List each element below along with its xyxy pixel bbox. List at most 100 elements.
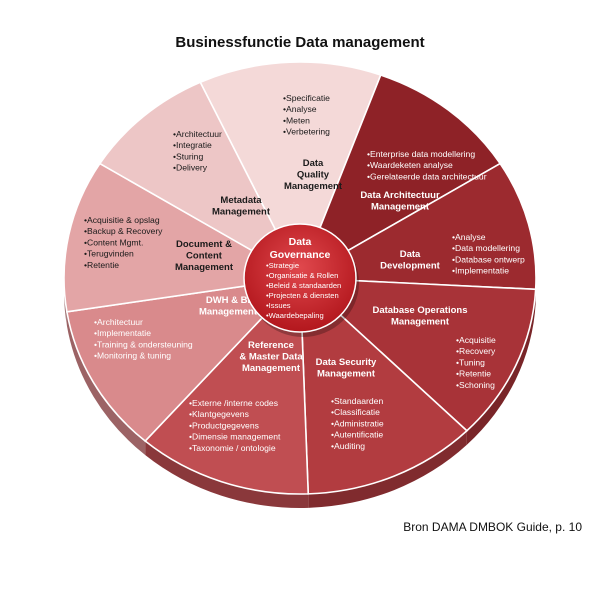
- segment-title-line: Management: [317, 369, 376, 380]
- segment-item: •Meten: [283, 115, 310, 125]
- segment-title-line: Data: [303, 158, 324, 169]
- segment-title-line: Management: [242, 363, 301, 374]
- hub-title-line: Data: [289, 236, 312, 248]
- hub-title-line: Governance: [270, 249, 331, 261]
- segment-items-data-security: •Standaarden•Classificatie•Administratie…: [331, 396, 384, 451]
- segment-item: •Taxonomie / ontologie: [189, 443, 276, 453]
- source-note: Bron DAMA DMBOK Guide, p. 10: [403, 520, 582, 534]
- segment-item: •Classificatie: [331, 407, 380, 417]
- segment-item: •Database ontwerp: [452, 254, 525, 264]
- segment-item: •Auditing: [331, 441, 365, 451]
- segment-item: •Enterprise data modellering: [367, 149, 475, 159]
- page-title: Businessfunctie Data management: [175, 34, 425, 51]
- segment-title-line: Document &: [176, 239, 232, 250]
- segment-item: •Terugvinden: [84, 249, 134, 259]
- segment-item: •Backup & Recovery: [84, 226, 163, 236]
- segment-title-line: Data: [400, 249, 421, 260]
- segment-item: •Waardeketen analyse: [367, 160, 453, 170]
- hub-item: •Strategie: [266, 261, 299, 270]
- segment-items-reference-master: •Externe /interne codes•Klantgegevens•Pr…: [189, 398, 281, 453]
- segment-title-line: & Master Data: [239, 352, 303, 363]
- segment-item: •Retentie: [456, 369, 491, 379]
- segment-item: •Content Mgmt.: [84, 237, 143, 247]
- segment-item: •Gerelateerde data architectuur: [367, 171, 487, 181]
- segment-title-line: Management: [175, 262, 234, 273]
- segment-title-line: Data Architectuur: [360, 190, 440, 201]
- segment-data-development: [297, 162, 537, 291]
- segment-items-metadata: •Architectuur•Integratie•Sturing•Deliver…: [173, 129, 222, 173]
- segment-item: •Analyse: [283, 104, 317, 114]
- segment-title-line: Management: [284, 181, 343, 192]
- segment-document-content: [63, 162, 303, 313]
- segment-item: •Architectuur: [94, 317, 143, 327]
- segment-title-line: Reference: [248, 340, 294, 351]
- segment-item: •Verbetering: [283, 127, 330, 137]
- segment-title-line: Metadata: [220, 195, 262, 206]
- segment-item: •Administratie: [331, 418, 384, 428]
- segment-items-document-content: •Acquisitie & opslag•Backup & Recovery•C…: [84, 215, 163, 270]
- segment-item: •Training & ondersteuning: [94, 339, 193, 349]
- segment-item: •Specificatie: [283, 93, 330, 103]
- segment-edge-dwh-bi: [66, 311, 146, 456]
- segment-title-line: Content: [186, 251, 223, 262]
- segment-edge-database-operations: [466, 289, 536, 445]
- segment-item: •Monitoring & tuning: [94, 351, 171, 361]
- hub-item: •Waardebepaling: [266, 311, 324, 320]
- segment-database-operations: [297, 277, 537, 432]
- segment-item: •Integratie: [173, 140, 212, 150]
- segment-title-line: Data Security: [316, 357, 377, 368]
- segment-metadata: [98, 81, 302, 281]
- segment-item: •Data modellering: [452, 243, 520, 253]
- segment-reference-master: [143, 276, 310, 495]
- segment-item: •Schoning: [456, 380, 495, 390]
- hub-item: •Issues: [266, 301, 291, 310]
- segment-title-line: Management: [371, 202, 430, 213]
- segment-item: •Recovery: [456, 346, 496, 356]
- segment-dwh-bi: [65, 276, 303, 443]
- segment-items-data-quality: •Specificatie•Analyse•Meten •Verbetering: [283, 93, 330, 137]
- segment-item: •Externe /interne codes: [189, 398, 278, 408]
- segment-title-line: Quality: [297, 170, 330, 181]
- segment-item: •Analyse: [452, 232, 486, 242]
- segment-item: •Autentificatie: [331, 430, 383, 440]
- segment-item: •Implementatie: [94, 328, 151, 338]
- segment-title-line: Development: [380, 261, 440, 272]
- segment-edge-reference-master: [145, 441, 309, 508]
- segment-item: •Acquisitie: [456, 335, 496, 345]
- segment-items-database-operations: •Acquisitie•Recovery•Tuning•Retentie•Sch…: [456, 335, 496, 390]
- segment-title-line: Management: [199, 307, 258, 318]
- segment-item: •Acquisitie & opslag: [84, 215, 160, 225]
- segment-item: •Standaarden: [331, 396, 383, 406]
- segment-data-security: [299, 276, 469, 495]
- hub-circle: [243, 223, 357, 333]
- segment-item: •Delivery: [173, 163, 208, 173]
- segment-items-dwh-bi: •Architectuur•Implementatie•Training & o…: [94, 317, 193, 361]
- hub-item: •Organisatie & Rollen: [266, 271, 338, 280]
- segment-title-line: Database Operations: [372, 305, 467, 316]
- wheel-segments: [63, 61, 537, 495]
- segment-items-data-architectuur: •Enterprise data modellering•Waardeketen…: [367, 149, 487, 181]
- segment-item: •Sturing: [173, 151, 203, 161]
- hub-item: •Beleid & standaarden: [266, 281, 341, 290]
- segment-item: •Klantgegevens: [189, 409, 249, 419]
- segment-title-line: DWH & BI: [206, 295, 250, 306]
- hub-item: •Projecten & diensten: [266, 291, 339, 300]
- hub-items: •Strategie•Organisatie & Rollen•Beleid &…: [266, 261, 341, 320]
- segment-title-line: Management: [391, 317, 450, 328]
- segment-data-architectuur: [298, 74, 502, 280]
- segment-items-data-development: •Analyse•Data modellering•Database ontwe…: [452, 232, 525, 276]
- segment-item: •Dimensie management: [189, 432, 281, 442]
